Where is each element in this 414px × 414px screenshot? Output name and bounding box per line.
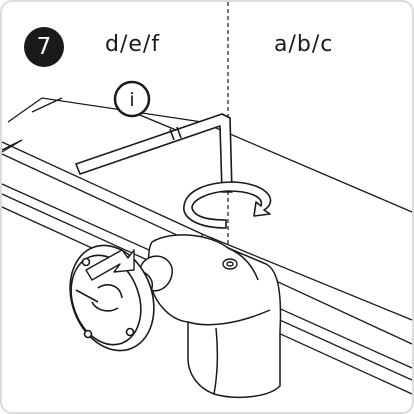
callout-label: i	[129, 89, 134, 111]
allen-key	[75, 113, 233, 193]
step-number-badge: 7	[24, 27, 64, 67]
variant-label-left: d/e/f	[105, 32, 161, 57]
variant-label-right: a/b/c	[274, 32, 334, 57]
screw-head	[222, 258, 238, 270]
callout-circle	[113, 80, 151, 118]
camera-bracket	[147, 234, 282, 399]
rotation-arrow-icon	[183, 181, 272, 229]
insert-arrow-icon	[85, 249, 135, 281]
callout-leader	[134, 112, 177, 131]
